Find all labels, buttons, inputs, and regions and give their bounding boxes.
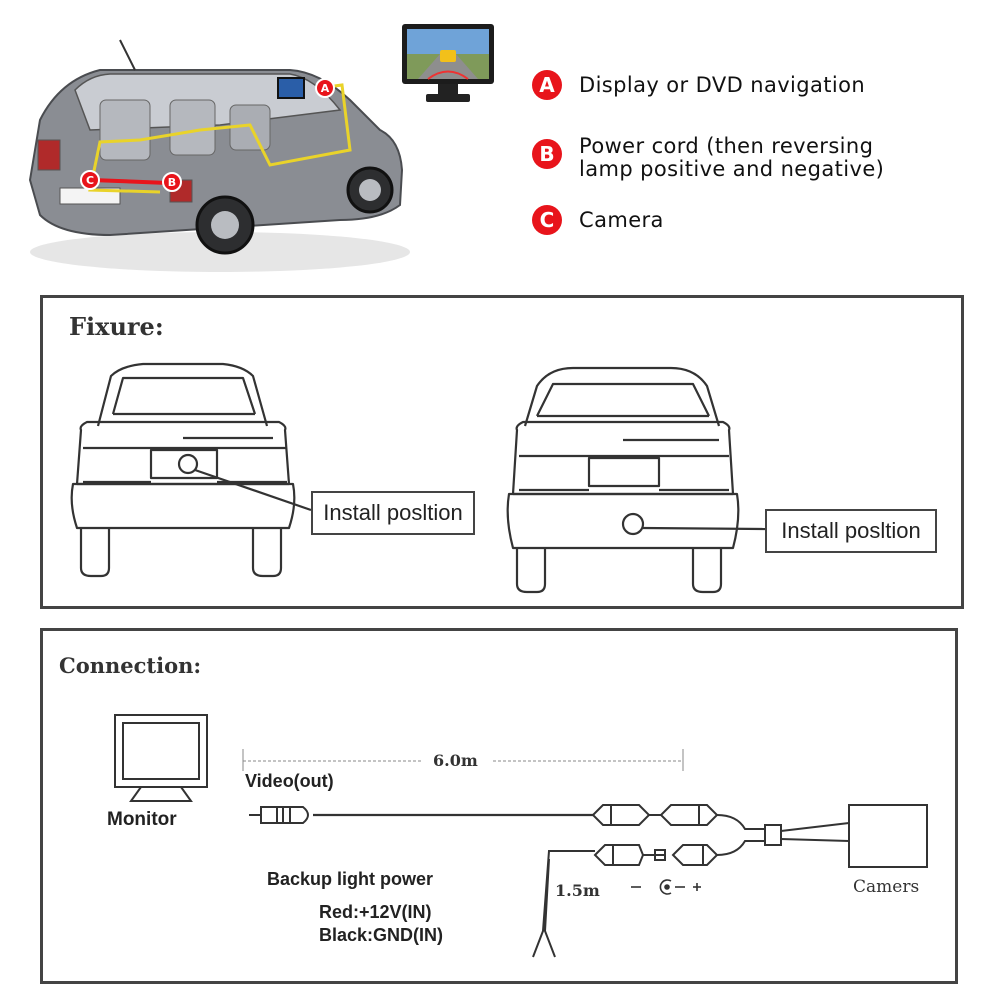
badge-c: C [532, 205, 562, 235]
power-cable [532, 850, 595, 958]
distance-6m-label: 6.0m [433, 751, 478, 770]
car-rear-view-1 [70, 362, 312, 578]
fixture-panel: Fixure: [40, 295, 964, 609]
dash-monitor [277, 77, 305, 99]
install-position-label-2: Install posltion [765, 509, 937, 553]
badge-a: A [532, 70, 562, 100]
backup-light-power-title: Backup light power [267, 869, 434, 889]
legend-item-b: B Power cord (then reversing lamp positi… [532, 135, 884, 181]
dimension-6m [242, 749, 684, 771]
car-rear-view-2 [506, 366, 766, 594]
legend-text-a: Display or DVD navigation [579, 73, 866, 97]
marker-a: A [315, 78, 335, 98]
connection-panel: Connection: [40, 628, 958, 984]
camera-icon [848, 804, 928, 868]
install-position-label-1: Install posltion [311, 491, 475, 535]
red-wire-spec: Red:+12V(IN) [319, 902, 432, 922]
black-wire-spec: Black:GND(IN) [319, 925, 444, 945]
video-connector [591, 804, 719, 826]
monitor-label: Monitor [107, 809, 177, 830]
badge-b: B [532, 139, 562, 169]
connection-heading: Connection: [59, 653, 202, 678]
car-wiring-illustration: A B C [28, 39, 410, 272]
legend-text-c: Camera [579, 208, 664, 232]
svg-text:C: C [86, 174, 94, 187]
fixture-drawings [70, 362, 766, 594]
fixture-heading: Fixure: [69, 312, 164, 341]
monitor-photo [402, 24, 494, 102]
camera-label: Camers [853, 877, 920, 897]
marker-b: B [162, 172, 182, 192]
legend-text-b: Power cord (then reversing lamp positive… [579, 134, 885, 181]
connection-diagram [114, 714, 928, 958]
legend-item-a: A Display or DVD navigation [532, 70, 865, 100]
svg-text:B: B [168, 176, 176, 189]
video-out-label: Video(out) [245, 771, 334, 791]
polarity-symbol [631, 879, 701, 895]
monitor-icon [114, 714, 208, 802]
legend-item-c: C Camera [532, 205, 664, 235]
distance-1-5m-label: 1.5m [555, 881, 600, 900]
svg-text:A: A [321, 82, 330, 95]
wiring-path [88, 83, 352, 194]
video-rca-plug [249, 806, 309, 824]
power-connector [593, 844, 719, 866]
marker-c: C [80, 170, 100, 190]
